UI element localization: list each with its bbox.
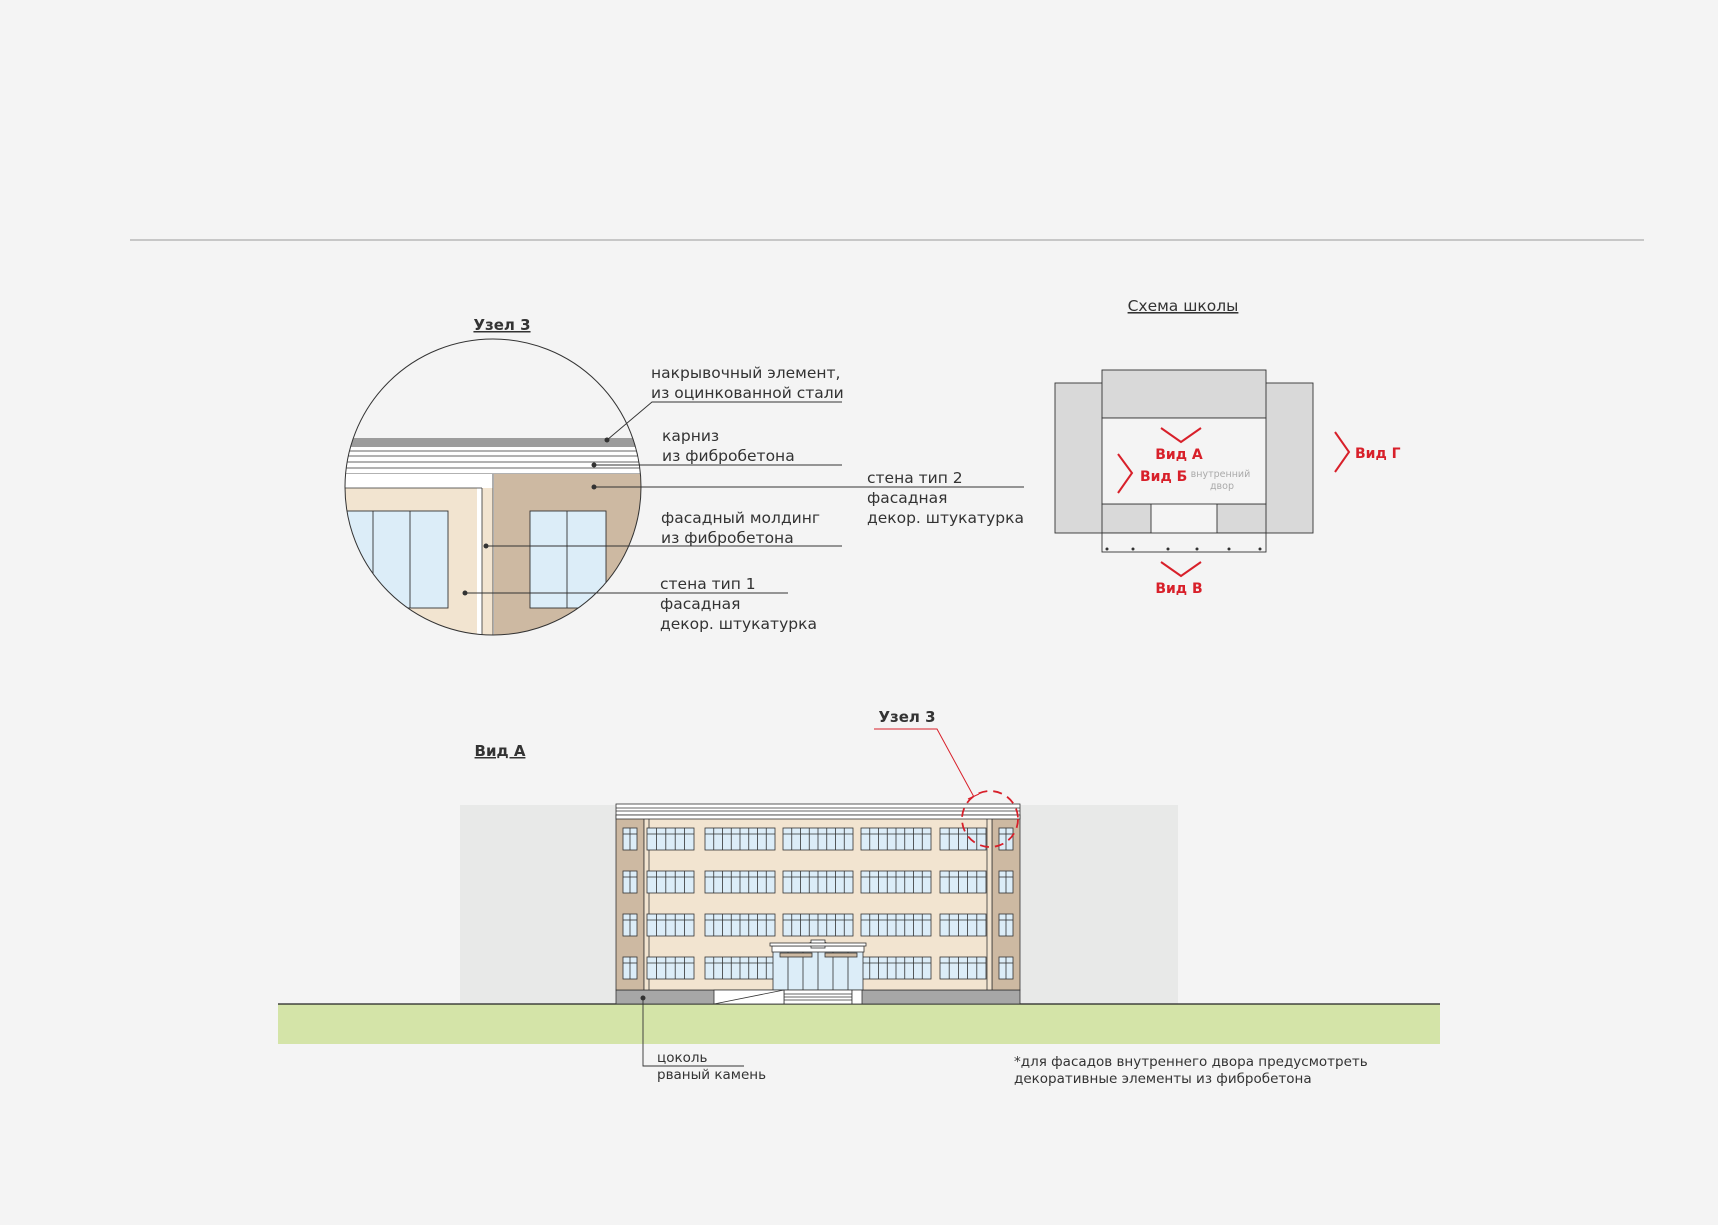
view-label-a: Вид А — [1155, 447, 1203, 463]
facade-window — [939, 827, 987, 851]
facade-window — [646, 913, 695, 937]
plinth-callout: цоколь рваный камень — [657, 1050, 766, 1083]
facade-window — [939, 913, 987, 937]
view-label-v: Вид В — [1155, 581, 1202, 597]
callout-wall-type-1: стена тип 1 фасадная декор. штукатурка — [660, 575, 817, 633]
view-arrow-g — [1334, 431, 1351, 473]
facade-window — [939, 870, 987, 894]
scheme-courtyard — [1101, 417, 1267, 505]
callout-cornice: карниз из фибробетона — [662, 427, 795, 465]
facade-view-a: Вид А — [278, 708, 1440, 1087]
view-label-g: Вид Г — [1355, 446, 1401, 462]
school-scheme: Схема школы внутренний двор Вид А Вид Б — [1054, 297, 1401, 597]
view-arrow-b — [1117, 453, 1134, 494]
callout-wall-type-2: стена тип 2 фасадная декор. штукатурка — [867, 469, 1024, 527]
facade-window — [939, 956, 987, 980]
footnote: *для фасадов внутреннего двора предусмот… — [1014, 1054, 1372, 1087]
facade-window — [646, 870, 695, 894]
facade-title: Вид А — [475, 742, 526, 760]
detail-title: Узел 3 — [473, 316, 530, 334]
facade-node-label: Узел 3 — [878, 708, 935, 726]
detail-node-3: Узел 3 — [344, 316, 1024, 636]
courtyard-label: внутренний двор — [1191, 469, 1254, 492]
view-label-b: Вид Б — [1140, 469, 1187, 485]
callout-cap-flashing: накрывочный элемент, из оцинкованной ста… — [651, 364, 845, 402]
facade-window — [646, 956, 695, 980]
node-3-marker — [961, 790, 1019, 848]
view-arrow-a — [1160, 427, 1202, 444]
scheme-title: Схема школы — [1128, 297, 1239, 315]
callout-molding: фасадный молдинг из фибробетона — [661, 509, 825, 547]
view-arrow-v — [1160, 561, 1202, 578]
facade-window — [646, 827, 695, 851]
ground-strip — [278, 1004, 1440, 1044]
